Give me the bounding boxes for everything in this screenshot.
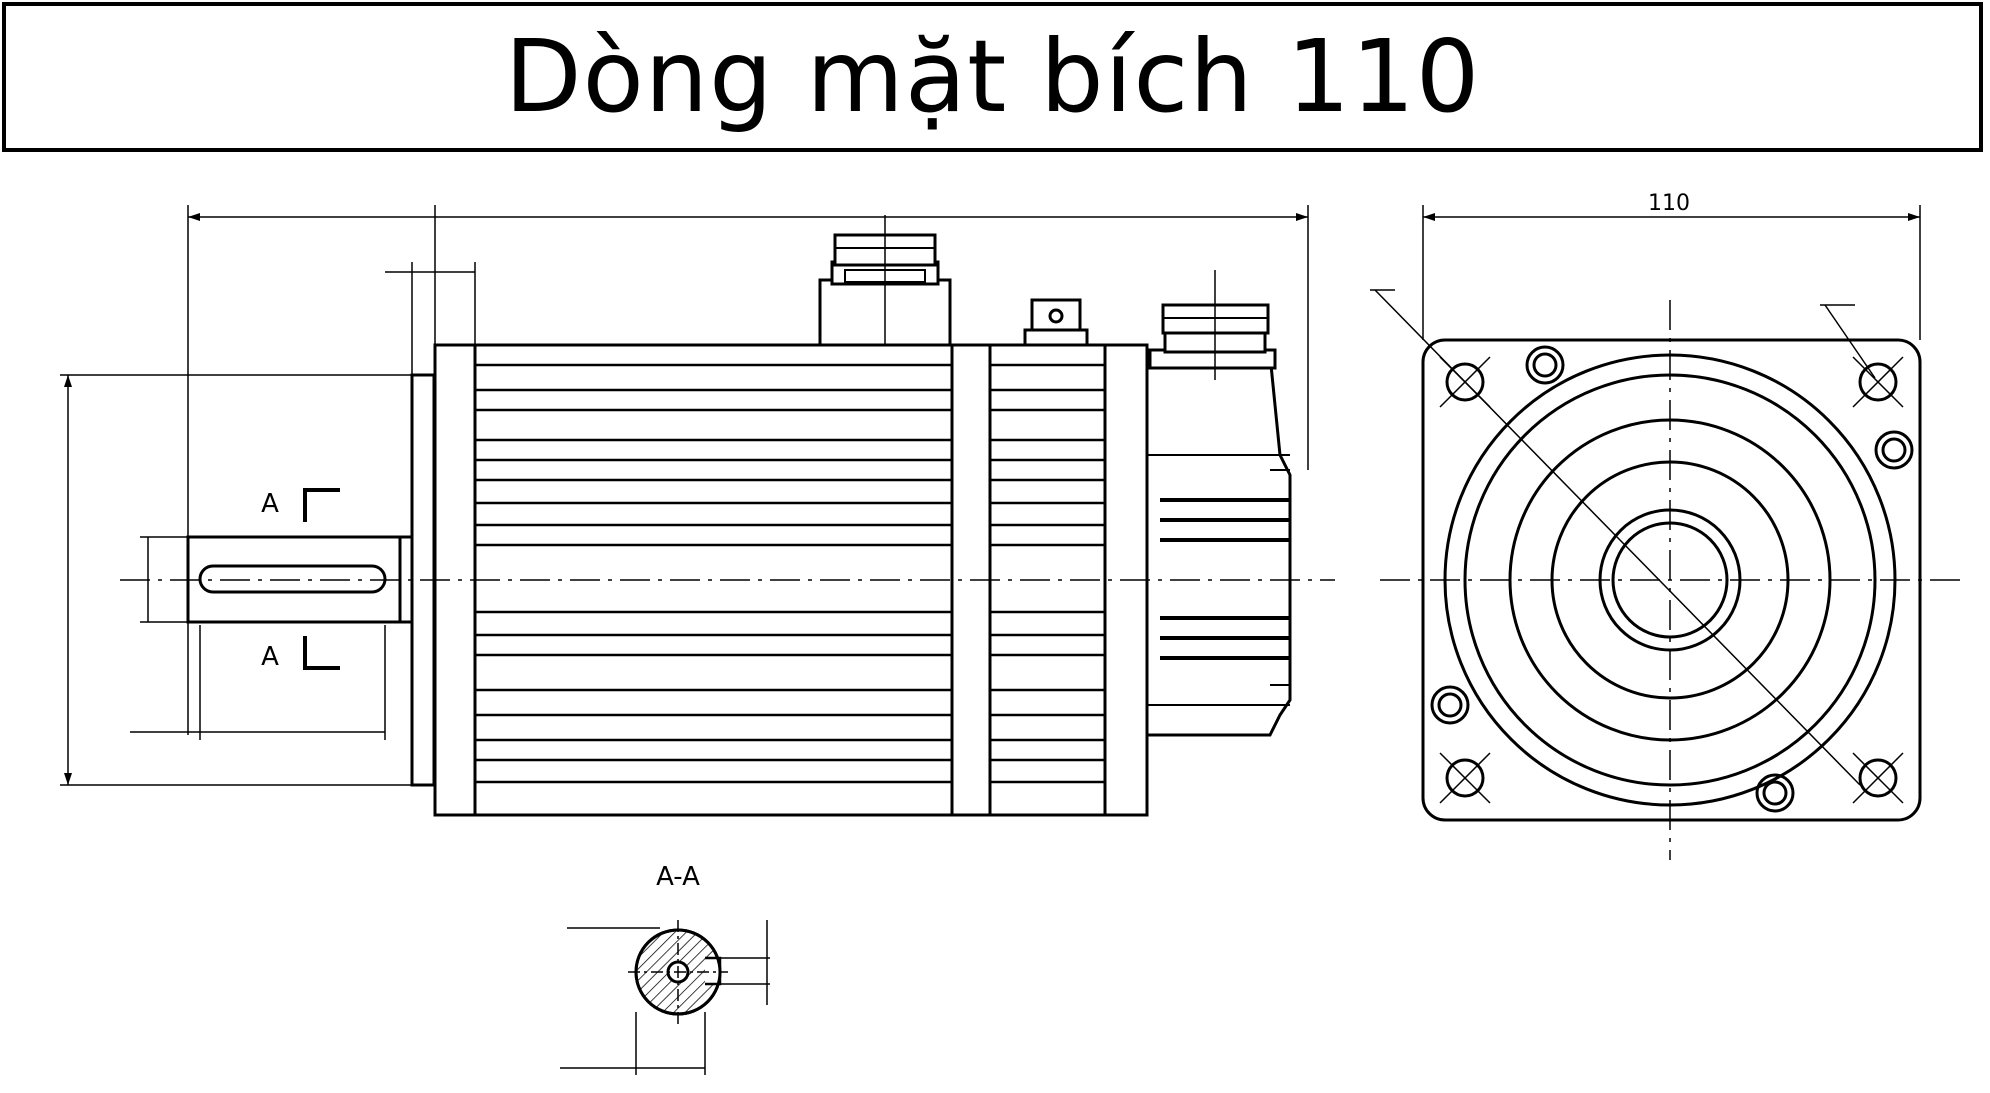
mounting-holes	[1430, 345, 1914, 813]
encoder-housing	[1145, 353, 1292, 737]
title-banner: Dòng mặt bích 110	[2, 2, 1983, 152]
section-view	[560, 920, 770, 1075]
front-view	[1370, 205, 1960, 860]
section-marker-bottom: A	[261, 642, 279, 672]
section-marker-top: A	[261, 489, 279, 519]
section-view-label: A-A	[656, 862, 700, 892]
ground-terminal	[1023, 298, 1089, 347]
encoder-connector	[1148, 270, 1277, 380]
width-dimension-label: 110	[1648, 191, 1690, 216]
page-title: Dòng mặt bích 110	[504, 18, 1481, 135]
side-view	[60, 205, 1335, 817]
